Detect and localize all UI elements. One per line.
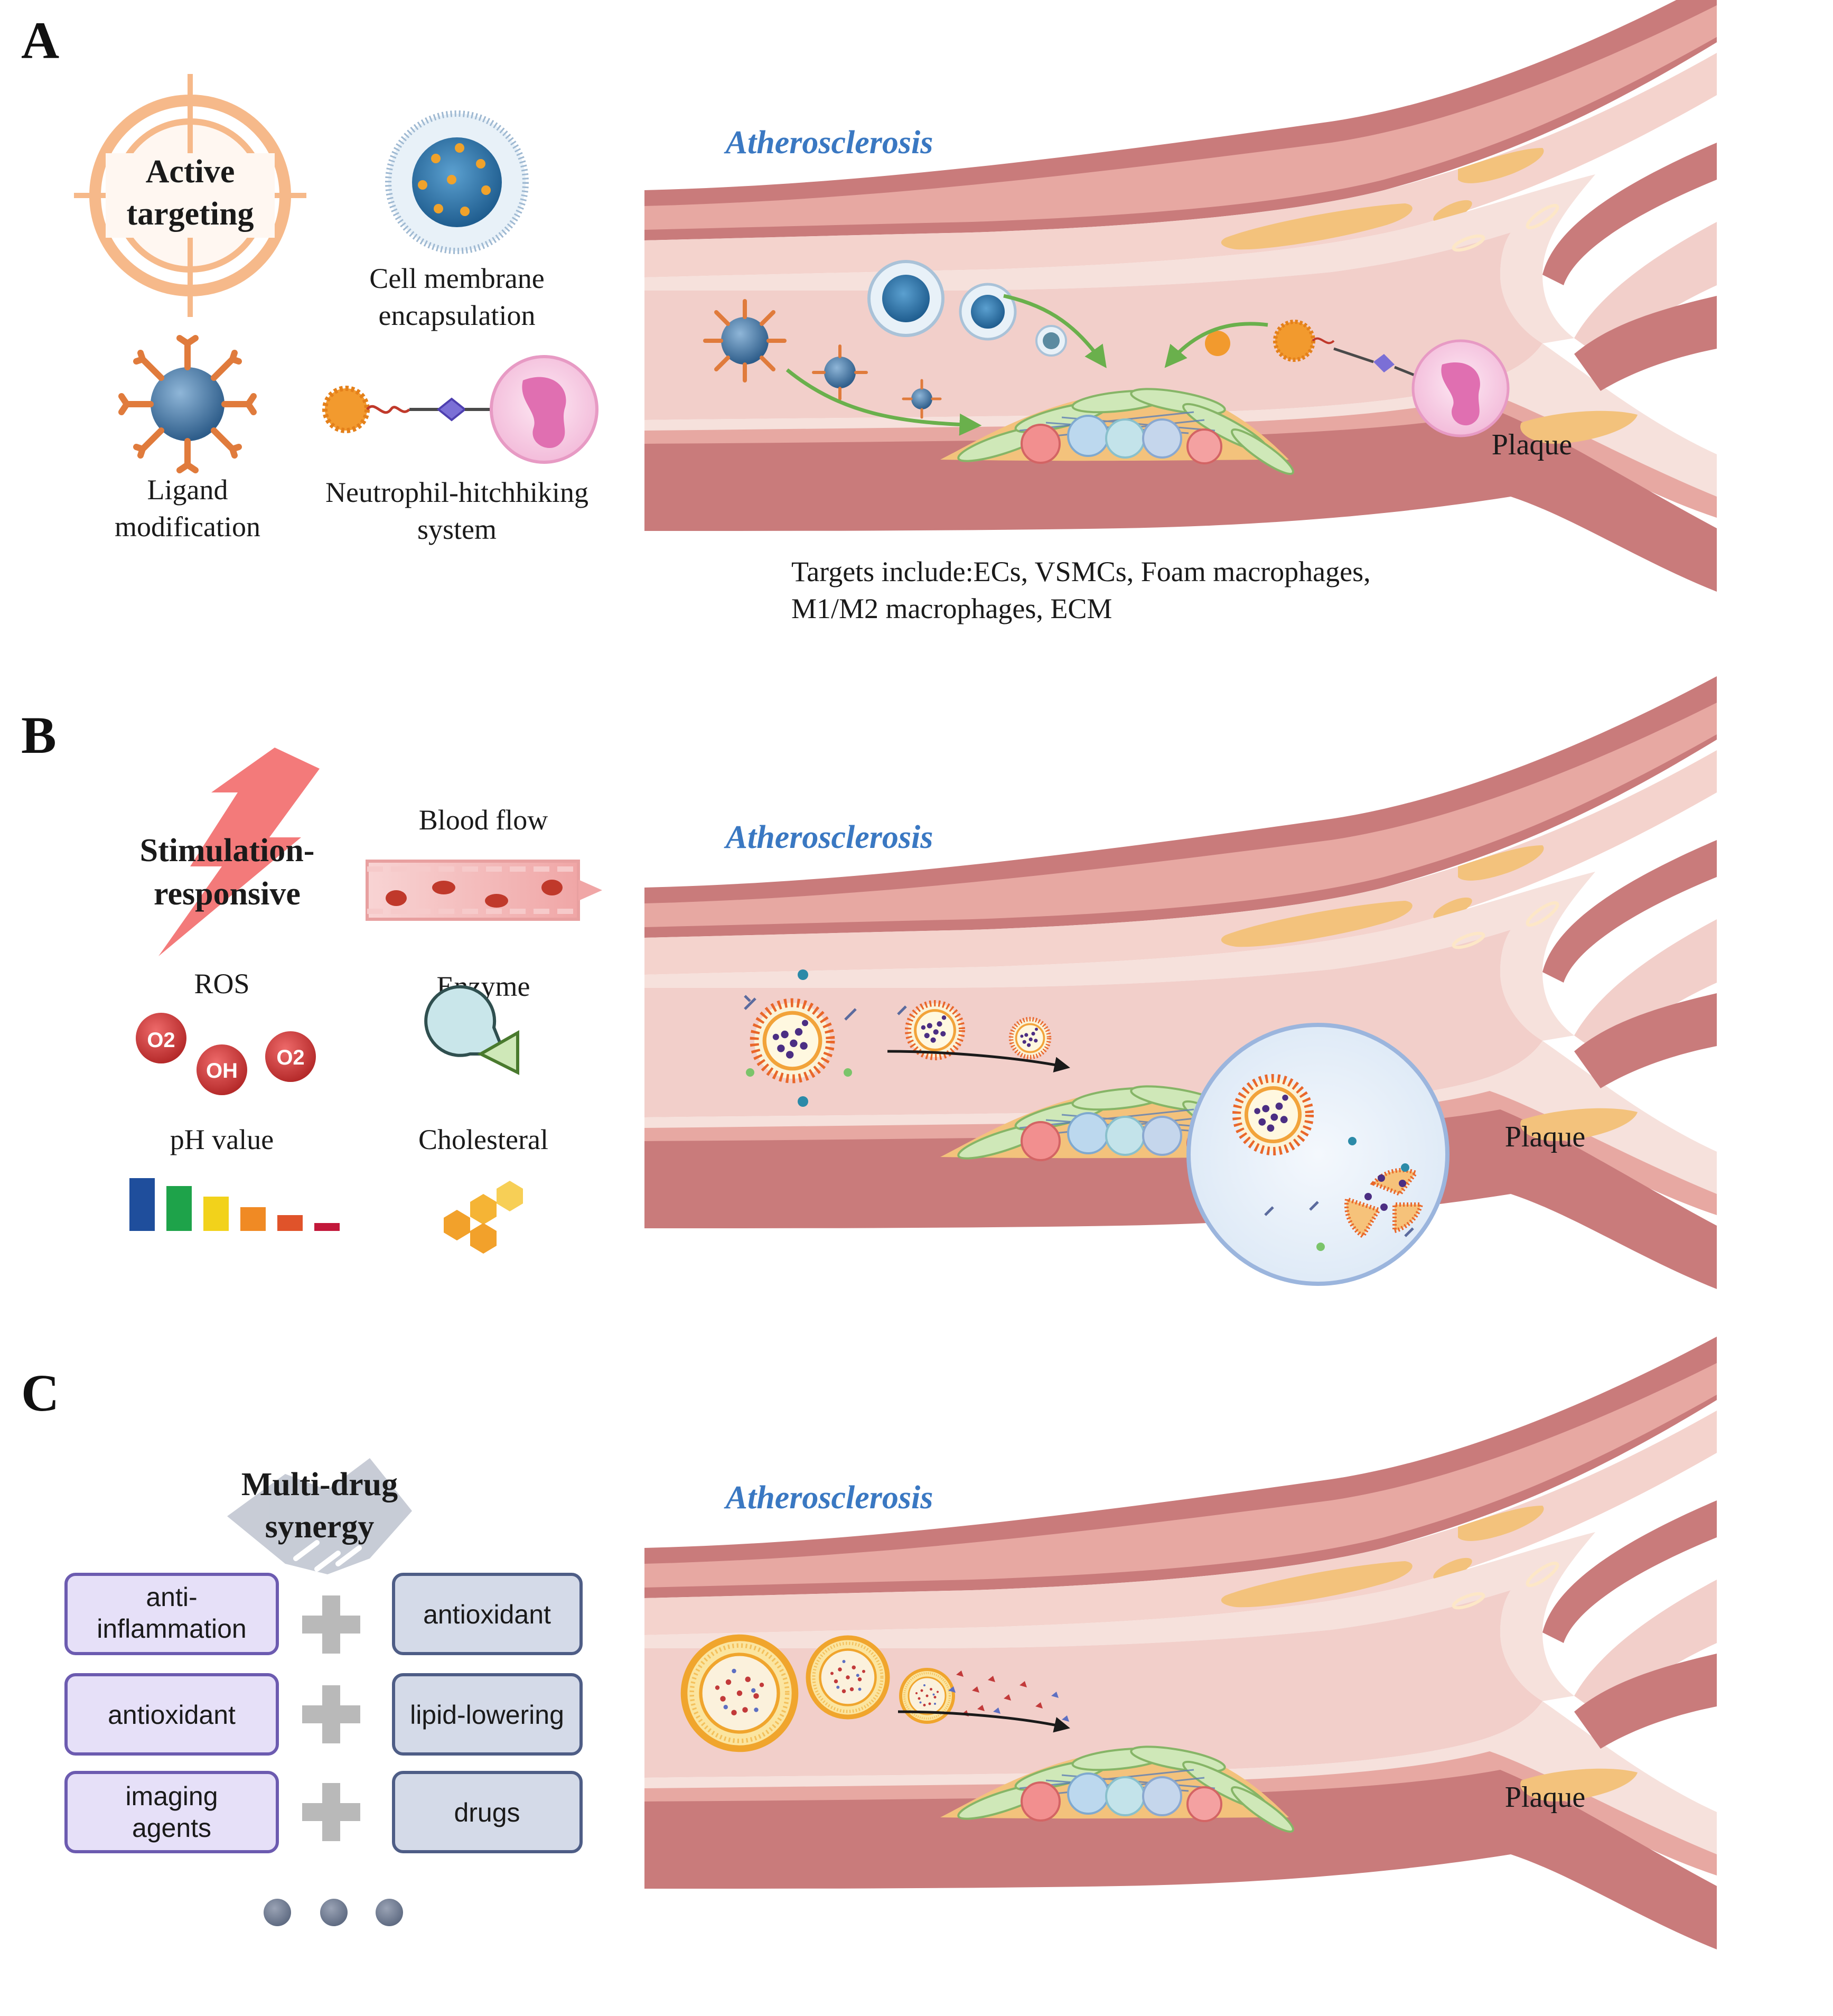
ellipsis-dots-icon [264,1899,403,1926]
cell-membrane-line2: encapsulation [379,300,536,331]
right-box-1-label: antioxidant [423,1600,551,1629]
delivery-arrows-a [785,294,1268,436]
responsive-liposomes-in-lumen [744,969,1049,1107]
left-box-1: anti- inflammation [64,1573,279,1655]
ph-label: pH value [170,1124,274,1155]
lightning-icon [158,748,320,956]
ligand-nanoparticle-icon [118,335,257,473]
handshake-icon [227,1458,412,1574]
blood-vessel-c [644,1337,1717,1949]
right-box-3-label: drugs [454,1798,520,1827]
blood-vessel-b [644,676,1717,1289]
neutrophil-hitchhiking-icon [322,355,598,464]
atherosclerosis-title-c: Atherosclerosis [724,1480,933,1516]
panel-b-letter: B [21,706,57,764]
left-box-2: antioxidant [64,1673,279,1756]
left-box-3-line2: agents [132,1813,211,1843]
multi-drug-liposomes-in-lumen [684,1638,1069,1749]
ros-icon [136,1013,316,1095]
atherosclerosis-title-a: Atherosclerosis [724,125,933,161]
left-box-3-line1: imaging [125,1781,218,1811]
cell-membrane-line1: Cell membrane [369,263,544,294]
active-targeting-line2: targeting [126,196,254,232]
right-box-3: drugs [392,1771,583,1853]
targets-line2: M1/M2 macrophages, ECM [791,593,1112,624]
ligand-line1: Ligand [147,474,228,506]
panel-c: C Multi-drug synergy anti- inflammation … [21,1337,1717,1949]
ros-o2-a: O2 [147,1029,175,1052]
ligand-line2: modification [115,511,260,543]
cholesterol-icon [444,1181,523,1254]
ligand-nanoparticles-in-lumen [703,299,942,419]
delivery-arrow-b [887,1050,1070,1073]
enzyme-icon [424,985,519,1075]
neutrophil-in-lumen [1205,320,1510,437]
plaque-label-a: Plaque [1492,428,1572,461]
left-box-1-line2: inflammation [97,1614,246,1644]
right-box-1: antioxidant [392,1573,583,1655]
zoom-bubble [1186,1023,1449,1286]
atherosclerosis-title-b: Atherosclerosis [724,819,933,855]
blood-flow-icon [366,860,602,921]
panel-a-letter: A [21,11,59,70]
neutrophil-line1: Neutrophil-hitchhiking [325,477,588,508]
delivery-arrow-c [897,1710,1070,1733]
stimulation-line2: responsive [154,876,301,912]
multi-drug-line1: Multi-drug [241,1467,398,1502]
ros-oh: OH [206,1059,238,1082]
cholesterol-label: Cholesteral [418,1124,548,1155]
plus-icon [302,1595,360,1841]
target-icon [74,74,306,317]
ros-label: ROS [194,968,249,1000]
panel-b: B Stimulation- responsive Blood flow ROS… [21,676,1717,1289]
blood-vessel-a [644,0,1717,592]
membrane-nanoparticles-in-lumen [867,260,1067,357]
targets-line1: Targets include:ECs, VSMCs, Foam macroph… [791,556,1371,587]
right-box-2: lipid-lowering [392,1673,583,1756]
active-targeting-line1: Active [146,154,235,190]
neutrophil-line2: system [417,514,497,545]
stimulation-line1: Stimulation- [140,833,315,869]
ph-gradient-icon [129,1178,340,1231]
left-box-3: imaging agents [64,1771,279,1853]
ros-o2-b: O2 [276,1046,304,1069]
membrane-coated-nanoparticle-icon [385,110,529,254]
right-box-2-label: lipid-lowering [410,1700,564,1730]
plaque-label-c: Plaque [1505,1781,1585,1814]
left-box-1-line1: anti- [146,1582,197,1612]
panel-c-letter: C [21,1364,59,1422]
blood-flow-label: Blood flow [419,804,548,836]
left-box-2-line1: antioxidant [108,1700,236,1730]
plaque-label-b: Plaque [1505,1121,1585,1153]
panel-a: A Active targeting Cell membrane encapsu… [21,0,1717,624]
multi-drug-line2: synergy [265,1509,375,1545]
